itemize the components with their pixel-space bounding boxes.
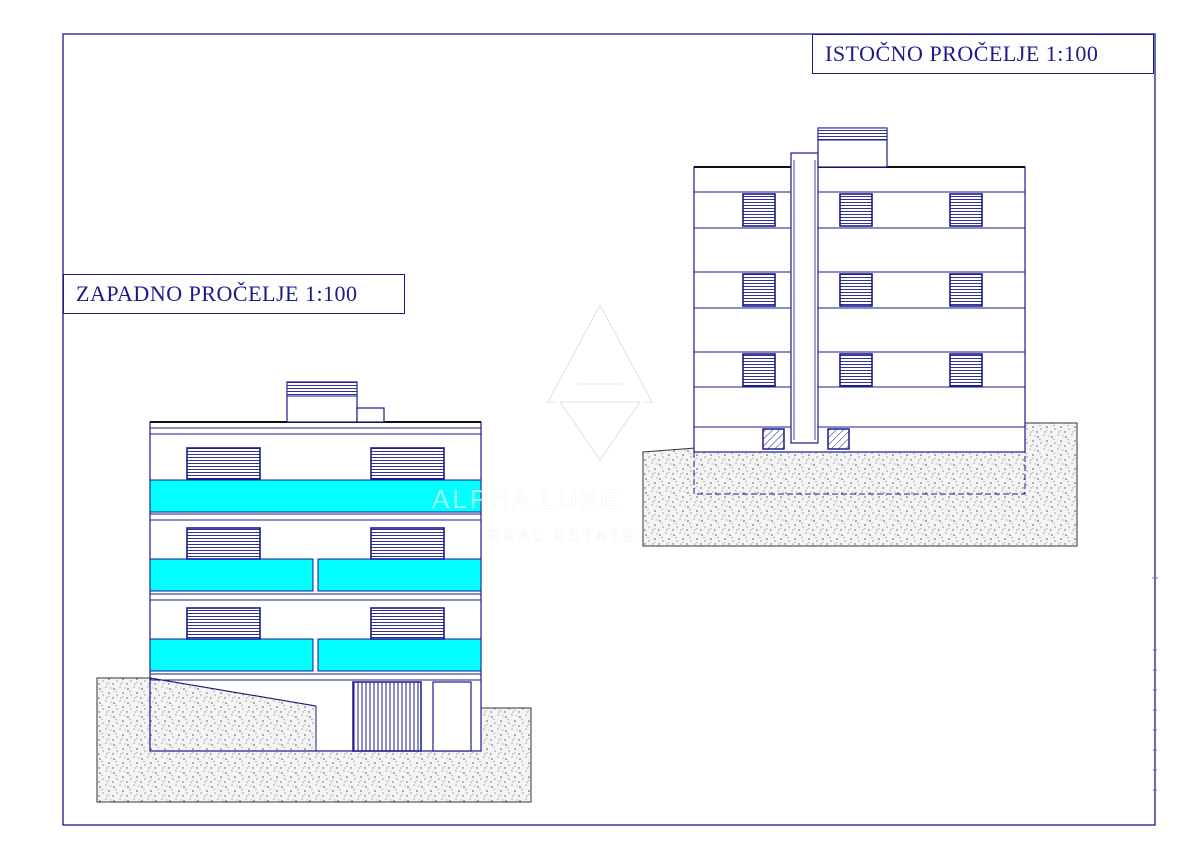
west-balconies — [149, 479, 482, 672]
window — [949, 193, 983, 227]
west-elevation-title: ZAPADNO PROČELJE 1:100 — [63, 274, 405, 314]
window — [742, 353, 776, 387]
east-vertical-shaft — [790, 152, 819, 444]
east-windows — [742, 193, 983, 387]
west-elevation — [96, 381, 532, 803]
west-side-door — [432, 681, 472, 752]
window — [742, 193, 776, 227]
east-foundation-outline — [693, 428, 1026, 495]
west-windows — [186, 447, 445, 640]
window — [370, 607, 445, 640]
watermark-logo — [542, 298, 658, 466]
window — [949, 273, 983, 307]
west-rooftop-vent — [356, 407, 385, 423]
window — [370, 447, 445, 480]
balcony-glass — [317, 638, 482, 672]
balcony-glass — [149, 479, 482, 513]
window — [949, 353, 983, 387]
window — [839, 353, 873, 387]
window — [186, 607, 261, 640]
east-elevation — [642, 127, 1078, 547]
west-garage-door — [352, 681, 422, 752]
window — [839, 273, 873, 307]
sheet-border — [62, 33, 1156, 826]
east-elevation-title: ISTOČNO PROČELJE 1:100 — [812, 34, 1154, 74]
window — [370, 527, 445, 560]
balcony-glass — [149, 638, 314, 672]
window — [742, 273, 776, 307]
east-basement-vent — [762, 428, 785, 450]
window — [186, 447, 261, 480]
right-margin-ticks — [1152, 577, 1158, 791]
east-basement-vent — [827, 428, 850, 450]
window — [186, 527, 261, 560]
window — [839, 193, 873, 227]
balcony-glass — [317, 558, 482, 592]
balcony-glass — [149, 558, 314, 592]
